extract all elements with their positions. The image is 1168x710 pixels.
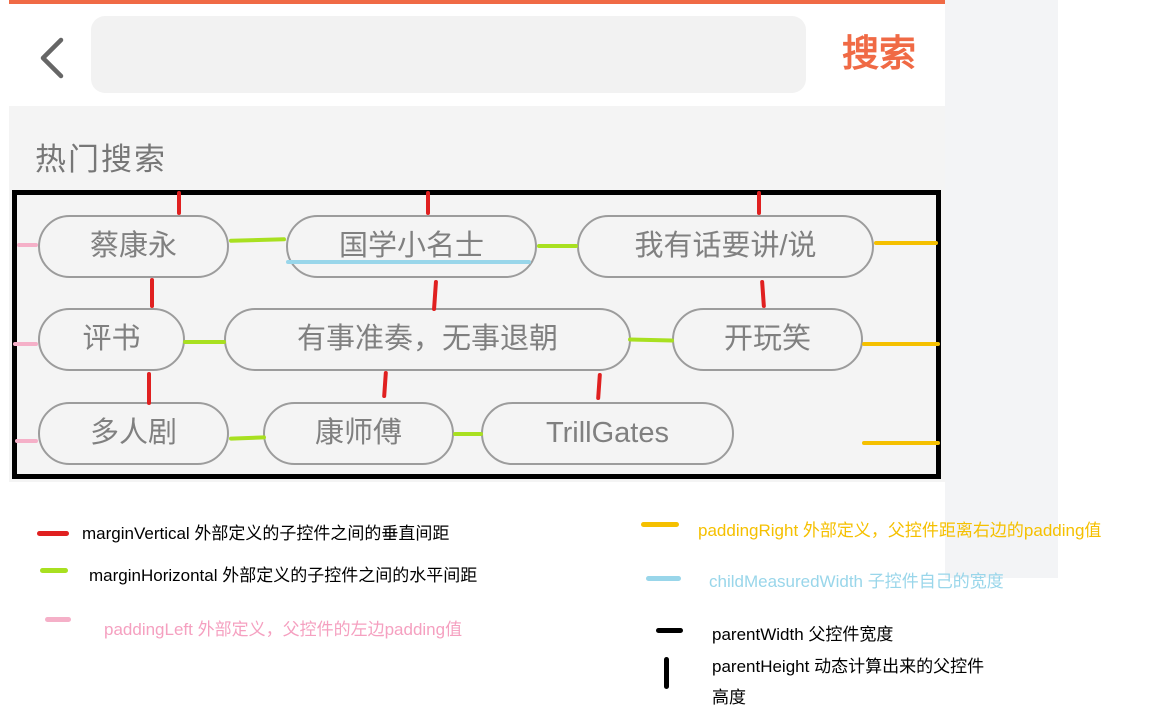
- legend-swatch-parent-width: [656, 628, 683, 633]
- legend-swatch-padding-left: [45, 617, 71, 622]
- margin-vertical-marker: [757, 191, 761, 215]
- padding-right-marker: [874, 241, 938, 245]
- margin-vertical-marker: [150, 278, 154, 308]
- tag-item[interactable]: 开玩笑: [672, 308, 863, 371]
- margin-horizontal-marker: [183, 340, 226, 344]
- margin-vertical-marker: [147, 372, 151, 405]
- tag-item[interactable]: 有事准奏，无事退朝: [224, 308, 631, 371]
- padding-left-marker: [13, 342, 38, 346]
- legend-swatch-margin-vertical: [37, 531, 69, 536]
- margin-horizontal-marker: [537, 244, 578, 248]
- legend-parent-height-cont: 高度: [712, 688, 746, 707]
- hot-search-title: 热门搜索: [35, 142, 167, 177]
- legend-parent-width: parentWidth 父控件宽度: [712, 625, 894, 644]
- search-header: 搜索: [9, 4, 945, 106]
- legend-swatch-child-measured-width: [646, 576, 681, 581]
- tag-item[interactable]: 多人剧: [38, 402, 229, 465]
- tag-item[interactable]: TrillGates: [481, 402, 734, 465]
- legend-swatch-margin-horizontal: [40, 568, 68, 573]
- legend-swatch-padding-right: [641, 522, 679, 527]
- child-measured-width-marker: [286, 260, 531, 264]
- tag-item[interactable]: 蔡康永: [38, 215, 229, 278]
- search-button[interactable]: 搜索: [842, 33, 916, 74]
- tag-item[interactable]: 国学小名士: [286, 215, 537, 278]
- legend-child-measured-width: childMeasuredWidth 子控件自己的宽度: [709, 572, 1004, 591]
- accent-bar: [9, 0, 945, 4]
- margin-horizontal-marker: [453, 432, 483, 436]
- padding-right-marker: [862, 342, 940, 346]
- tag-item[interactable]: 我有话要讲/说: [577, 215, 874, 278]
- back-arrow-icon[interactable]: [35, 36, 71, 80]
- background-panel: [945, 0, 1058, 578]
- legend-margin-vertical: marginVertical 外部定义的子控件之间的垂直间距: [82, 524, 450, 543]
- parent-container: [12, 190, 941, 479]
- search-input[interactable]: [91, 16, 806, 93]
- margin-vertical-marker: [426, 191, 430, 215]
- legend-parent-height: parentHeight 动态计算出来的父控件: [712, 657, 985, 676]
- padding-left-marker: [17, 243, 38, 247]
- padding-right-marker: [862, 441, 940, 445]
- legend-padding-right: paddingRight 外部定义，父控件距离右边的padding值: [698, 521, 1102, 540]
- legend-swatch-parent-height: [664, 657, 669, 689]
- tag-item[interactable]: 评书: [38, 308, 185, 371]
- legend-padding-left: paddingLeft 外部定义，父控件的左边padding值: [104, 620, 463, 639]
- padding-left-marker: [15, 439, 38, 443]
- legend-margin-horizontal: marginHorizontal 外部定义的子控件之间的水平间距: [89, 566, 478, 585]
- margin-vertical-marker: [177, 191, 181, 215]
- tag-item[interactable]: 康师傅: [263, 402, 454, 465]
